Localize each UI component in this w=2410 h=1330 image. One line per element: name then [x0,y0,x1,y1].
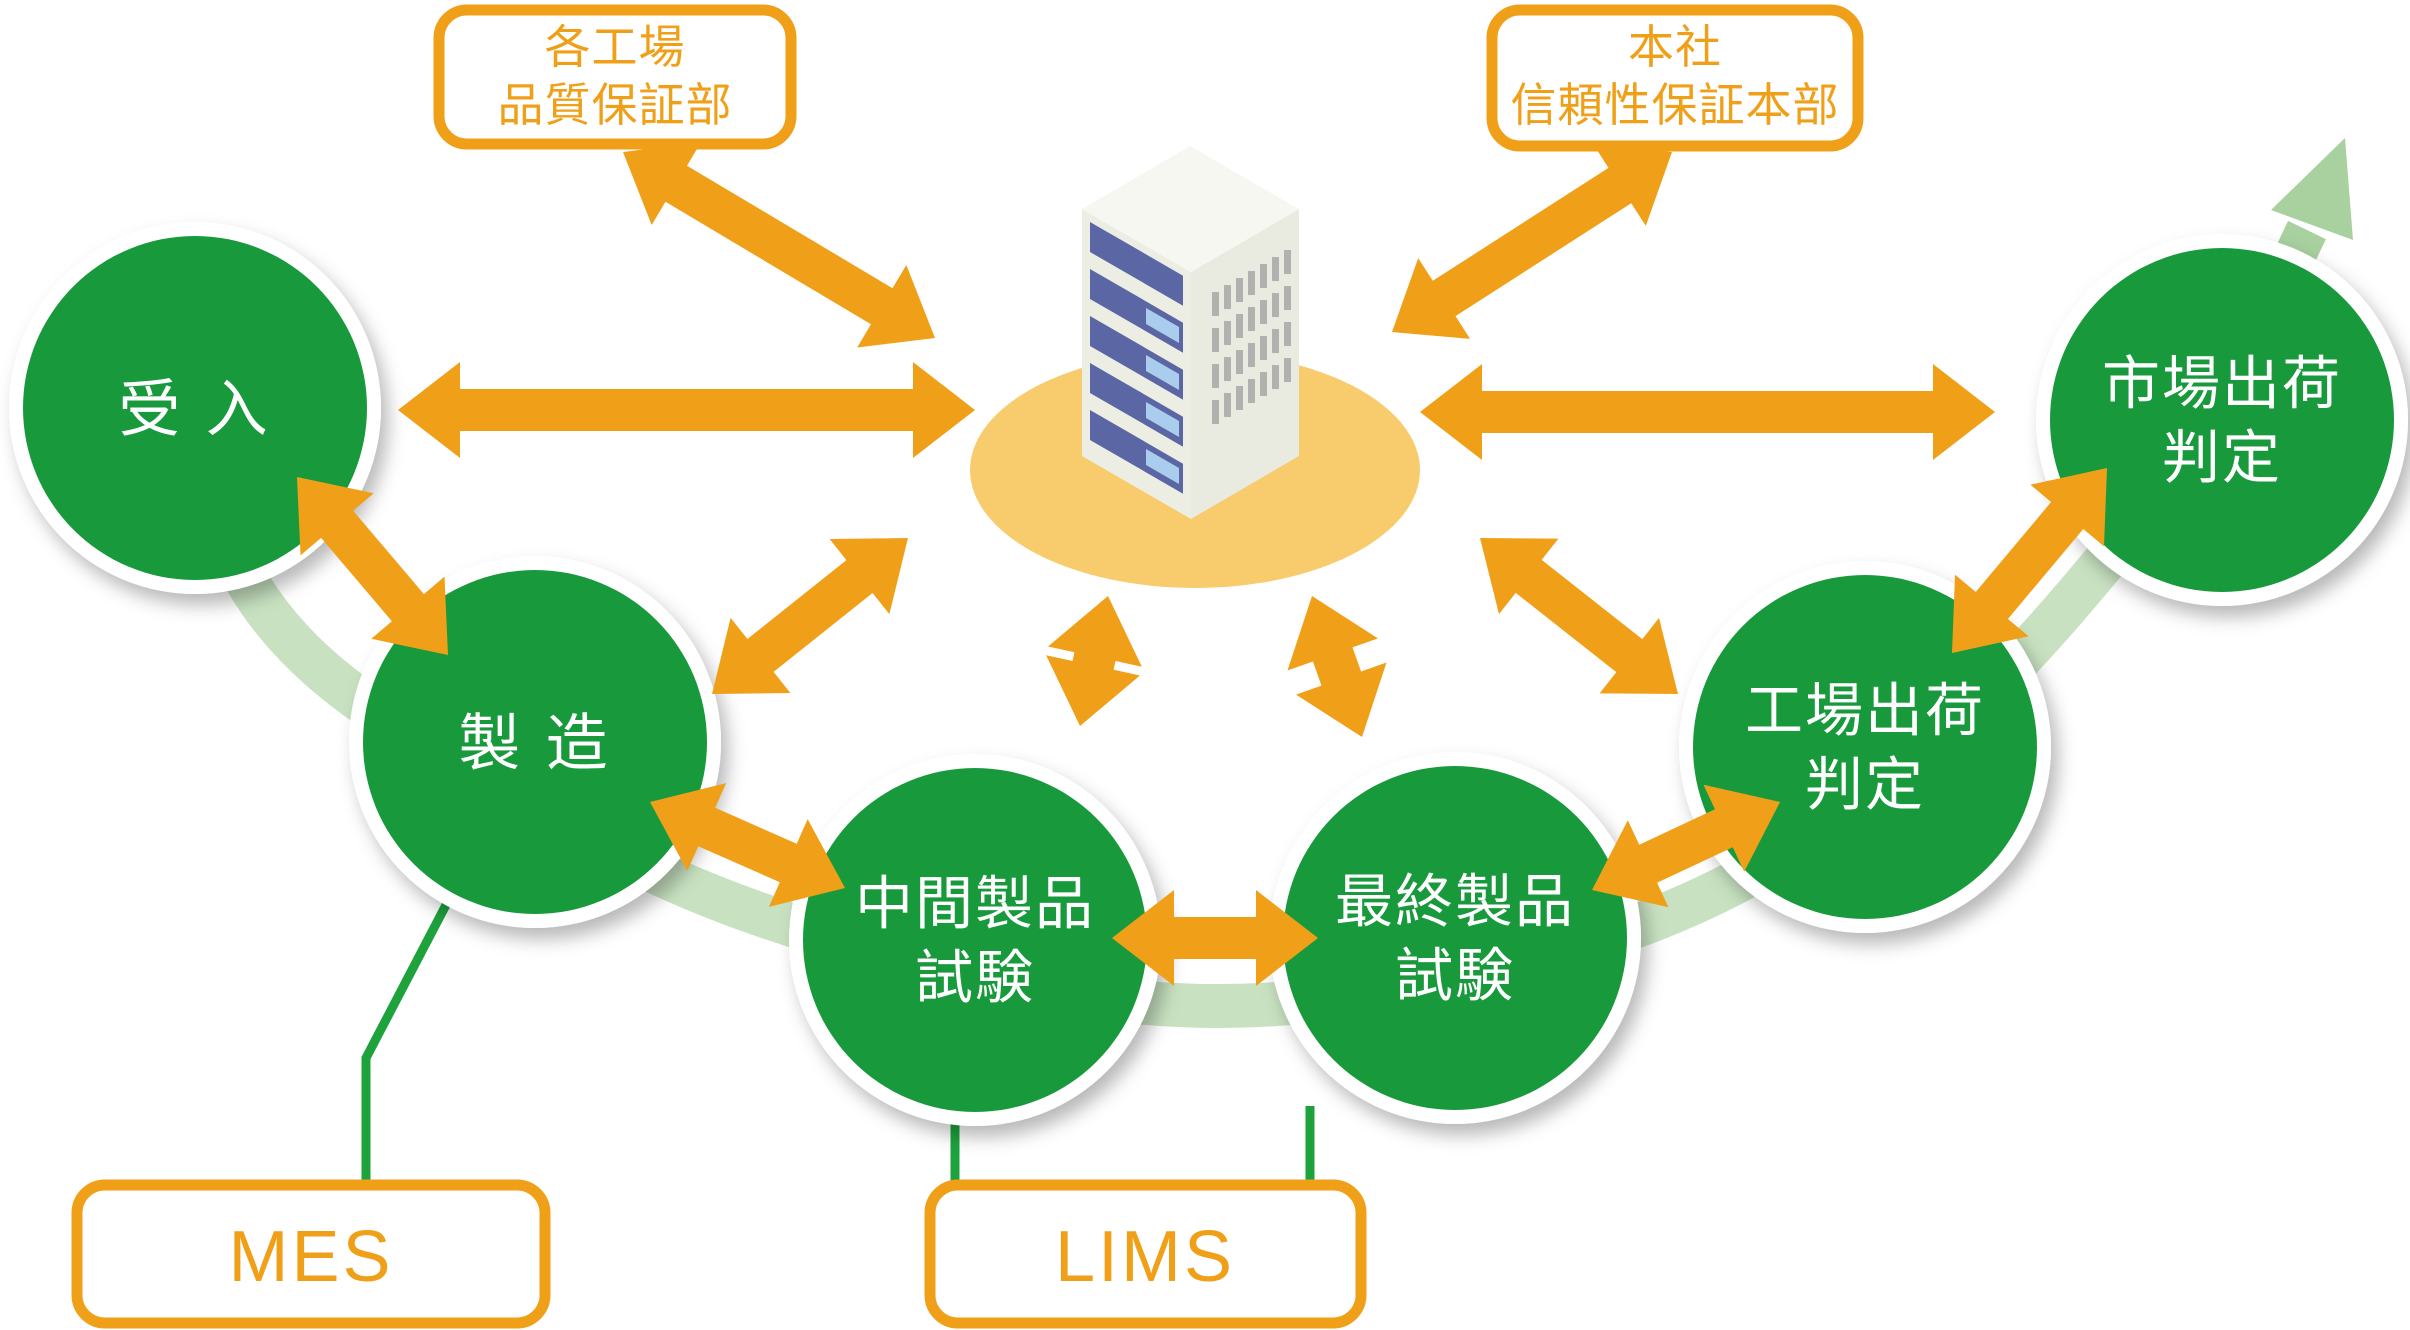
arrow-hub-manufacturing [712,538,908,694]
arrow-receiving-hub [398,362,975,458]
arrow-hub-factory-judgment [1480,538,1678,694]
arrow-factory-qa-hub [623,142,935,348]
node-market-shipment-judgment: 市場出荷 判定 [2036,234,2408,606]
server-tower-icon [1082,146,1299,519]
node-manufacturing-label: 製 造 [458,710,611,779]
node-final-test-label-line2: 試験 [1395,944,1515,1009]
arrow-final-test-factory-judgment [1592,784,1780,908]
node-intermediate-test-label-line1: 中間製品 [855,872,1095,937]
node-factory-judgment-label-line2: 判定 [1805,753,1925,818]
server-right-face [1191,209,1299,519]
box-mes-system: MES [71,1179,551,1329]
arrow-factory-judgment-market-judgment [1952,468,2107,653]
node-final-product-test: 最終製品 試験 [1269,752,1641,1124]
mes-label: MES [228,1217,393,1297]
server-slot-panels [1146,308,1179,484]
arrow-intermediate-final-test [1112,890,1318,986]
arrow-hub-final-test [1287,596,1387,738]
hq-reliability-label-line1: 本社 [1628,21,1722,73]
arrow-receiving-manufacturing [297,477,448,655]
box-lims-system: LIMS [924,1179,1367,1329]
box-hq-reliability-dept: 本社 信頼性保証本部 [1486,4,1864,152]
node-market-judgment-label-line1: 市場出荷 [2102,352,2342,417]
data-exchange-arrows [297,142,2107,986]
flow-exit-arrowhead-icon [2271,138,2353,240]
node-intermediate-product-test: 中間製品 試験 [789,754,1161,1126]
lims-label: LIMS [1055,1217,1235,1297]
factory-qa-label-line2: 品質保証部 [498,79,733,131]
node-receiving-label: 受 入 [118,376,271,445]
arrow-market-judgment-hub [1420,364,1995,460]
node-factory-judgment-label-line1: 工場出荷 [1745,679,1985,744]
arrow-hub-intermediate-test [1046,596,1142,726]
arrow-hq-reliability-hub [1392,145,1672,339]
box-factory-qa-dept: 各工場 品質保証部 [433,4,797,150]
server-top-face [1082,146,1299,272]
node-receiving: 受 入 [9,222,381,594]
node-factory-shipment-judgment: 工場出荷 判定 [1679,561,2051,933]
arrow-manufacturing-intermediate-test [650,783,845,907]
node-intermediate-test-label-line2: 試験 [915,946,1035,1011]
node-final-test-label-line1: 最終製品 [1335,870,1575,935]
node-market-judgment-label-line2: 判定 [2162,426,2282,491]
connector-manufacturing-mes [361,900,451,1186]
hq-reliability-label-line2: 信頼性保証本部 [1511,79,1840,131]
factory-qa-label-line1: 各工場 [545,21,686,73]
server-vents [1212,250,1291,424]
